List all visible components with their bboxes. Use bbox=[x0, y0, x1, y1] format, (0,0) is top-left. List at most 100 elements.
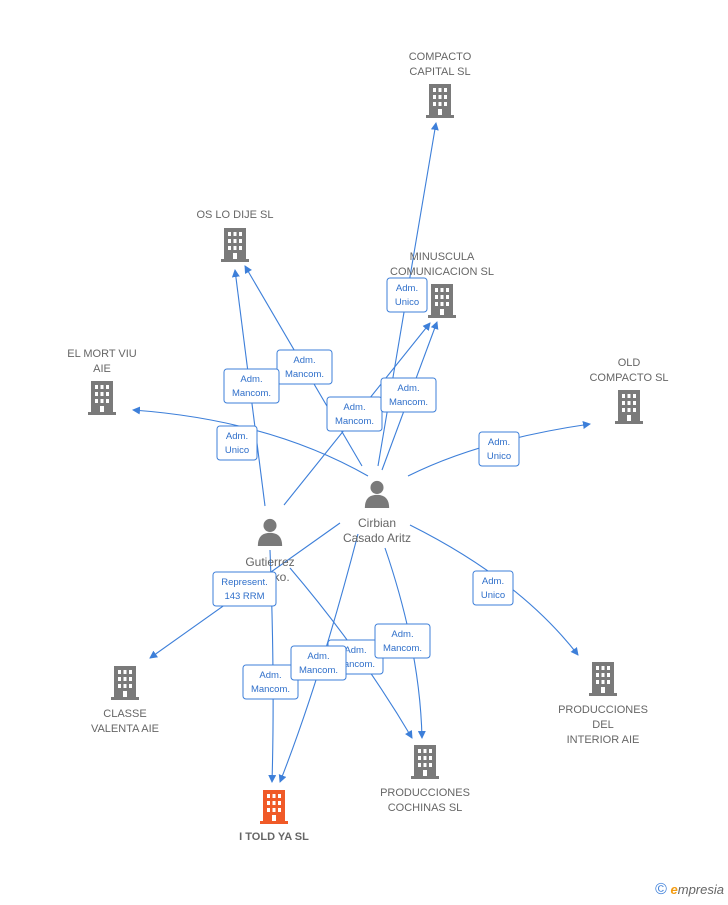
company-label: INTERIOR AIE bbox=[567, 734, 640, 746]
company-label: AIE bbox=[93, 363, 111, 375]
role-badge[interactable]: Adm. Mancom. bbox=[374, 623, 431, 659]
company-label: PRODUCCIONES bbox=[380, 787, 470, 799]
role-badge[interactable]: Adm. Mancom. bbox=[223, 368, 280, 404]
company-node-compacto-capital[interactable]: COMPACTO CAPITAL SL bbox=[409, 51, 472, 118]
company-node-minuscula[interactable]: MINUSCULA COMUNICACION SL bbox=[390, 251, 494, 318]
edge-cirbian-el-mort-viu bbox=[132, 406, 369, 477]
badge-box bbox=[374, 623, 431, 659]
person-label: Cirbian bbox=[358, 516, 396, 530]
company-label: CLASSE bbox=[103, 708, 146, 720]
role-badge[interactable]: Adm. Unico bbox=[216, 425, 258, 461]
badge-text: Mancom. bbox=[336, 659, 375, 670]
role-badge[interactable]: Adm. Mancom. bbox=[242, 664, 299, 700]
brand-logo-text: mpresia bbox=[677, 882, 724, 897]
badge-box bbox=[326, 396, 383, 432]
company-label: MINUSCULA bbox=[410, 251, 475, 263]
badge-box bbox=[242, 664, 299, 700]
copyright-notice[interactable]: © empresia bbox=[655, 881, 724, 899]
company-label: COMPACTO SL bbox=[589, 372, 668, 384]
badge-text: 143 RRM bbox=[224, 591, 264, 602]
role-badge[interactable]: Adm. Mancom. bbox=[380, 377, 437, 413]
badge-text: Adm. bbox=[482, 576, 504, 587]
building-icon bbox=[111, 666, 139, 700]
badge-text: Unico bbox=[395, 297, 419, 308]
company-label: OS LO DIJE SL bbox=[196, 209, 273, 221]
building-icon bbox=[426, 84, 454, 118]
company-node-producciones-cochinas[interactable]: PRODUCCIONES COCHINAS SL bbox=[380, 745, 470, 814]
building-icon bbox=[589, 662, 617, 696]
badge-text: Represent. bbox=[221, 577, 267, 588]
company-label: COMUNICACION SL bbox=[390, 266, 494, 278]
company-node-os-lo-dije[interactable]: OS LO DIJE SL bbox=[196, 209, 274, 262]
person-icon bbox=[364, 480, 390, 508]
company-nodes: COMPACTO CAPITAL SL OS LO DIJE SL MINUSCULA… bbox=[67, 51, 668, 843]
company-label: EL MORT VIU bbox=[67, 348, 137, 360]
building-icon bbox=[411, 745, 439, 779]
badge-box bbox=[223, 368, 280, 404]
company-label: I TOLD YA SL bbox=[239, 831, 309, 843]
badge-box bbox=[380, 377, 437, 413]
person-icon bbox=[257, 518, 283, 546]
building-icon bbox=[221, 228, 249, 262]
company-label: OLD bbox=[618, 357, 641, 369]
role-badge[interactable]: Adm. Unico bbox=[472, 570, 514, 606]
company-node-old-compacto[interactable]: OLD COMPACTO SL bbox=[589, 357, 669, 424]
badge-text: Unico bbox=[487, 451, 511, 462]
badge-text: Adm. bbox=[488, 437, 510, 448]
company-node-producciones-interior[interactable]: PRODUCCIONES DEL INTERIOR AIE bbox=[558, 662, 648, 746]
copyright-icon: © bbox=[655, 881, 667, 898]
badge-text: Adm. bbox=[240, 374, 262, 385]
badge-box bbox=[276, 349, 333, 385]
badge-box bbox=[386, 277, 428, 313]
badge-text: Adm. bbox=[307, 651, 329, 662]
person-label: Casado Aritz bbox=[343, 531, 411, 545]
badge-text: Mancom. bbox=[285, 369, 324, 380]
badge-text: Mancom. bbox=[251, 684, 290, 695]
company-label: CAPITAL SL bbox=[409, 66, 470, 78]
badge-text: Adm. bbox=[226, 431, 248, 442]
badge-text: Adm. bbox=[397, 383, 419, 394]
badge-text: Mancom. bbox=[232, 388, 271, 399]
role-badge[interactable]: Adm. Mancom. bbox=[276, 349, 333, 385]
badge-text: Adm. bbox=[396, 283, 418, 294]
badge-text: Adm. bbox=[344, 645, 366, 656]
building-icon bbox=[615, 390, 643, 424]
badge-text: Unico bbox=[481, 590, 505, 601]
company-node-classe-valenta[interactable]: CLASSE VALENTA AIE bbox=[91, 666, 159, 735]
badge-text: Mancom. bbox=[389, 397, 428, 408]
role-badge[interactable]: Adm. Mancom. bbox=[326, 396, 383, 432]
badge-text: Unico bbox=[225, 445, 249, 456]
role-badge[interactable]: Adm. Unico bbox=[478, 431, 520, 467]
badge-text: Mancom. bbox=[383, 643, 422, 654]
badge-text: Mancom. bbox=[299, 665, 338, 676]
badge-box bbox=[216, 425, 258, 461]
building-icon bbox=[428, 284, 456, 318]
company-label: VALENTA AIE bbox=[91, 723, 159, 735]
badge-text: Mancom. bbox=[335, 416, 374, 427]
badge-text: Adm. bbox=[259, 670, 281, 681]
company-label: PRODUCCIONES bbox=[558, 704, 648, 716]
role-badge[interactable]: Represent. 143 RRM bbox=[212, 571, 277, 607]
company-node-i-told-ya[interactable]: I TOLD YA SL bbox=[239, 790, 309, 843]
company-label: COMPACTO bbox=[409, 51, 472, 63]
brand-logo-e: e bbox=[670, 882, 678, 897]
role-badges: Adm.UnicoAdm.Mancom.Adm.Mancom.Adm.Manco… bbox=[212, 277, 520, 700]
badge-box bbox=[212, 571, 277, 607]
edges bbox=[132, 122, 591, 783]
company-node-el-mort-viu[interactable]: EL MORT VIU AIE bbox=[67, 348, 137, 415]
company-label: DEL bbox=[592, 719, 613, 731]
badge-box bbox=[478, 431, 520, 467]
role-badge[interactable]: Adm. Unico bbox=[386, 277, 428, 313]
badge-text: Adm. bbox=[391, 629, 413, 640]
role-badge[interactable]: Adm. Mancom. bbox=[290, 645, 347, 681]
badge-text: Adm. bbox=[293, 355, 315, 366]
badge-text: Adm. bbox=[343, 402, 365, 413]
badge-box bbox=[290, 645, 347, 681]
badge-box bbox=[472, 570, 514, 606]
person-label: Gutierrez bbox=[245, 555, 294, 569]
building-icon bbox=[88, 381, 116, 415]
company-label: COCHINAS SL bbox=[388, 802, 463, 814]
